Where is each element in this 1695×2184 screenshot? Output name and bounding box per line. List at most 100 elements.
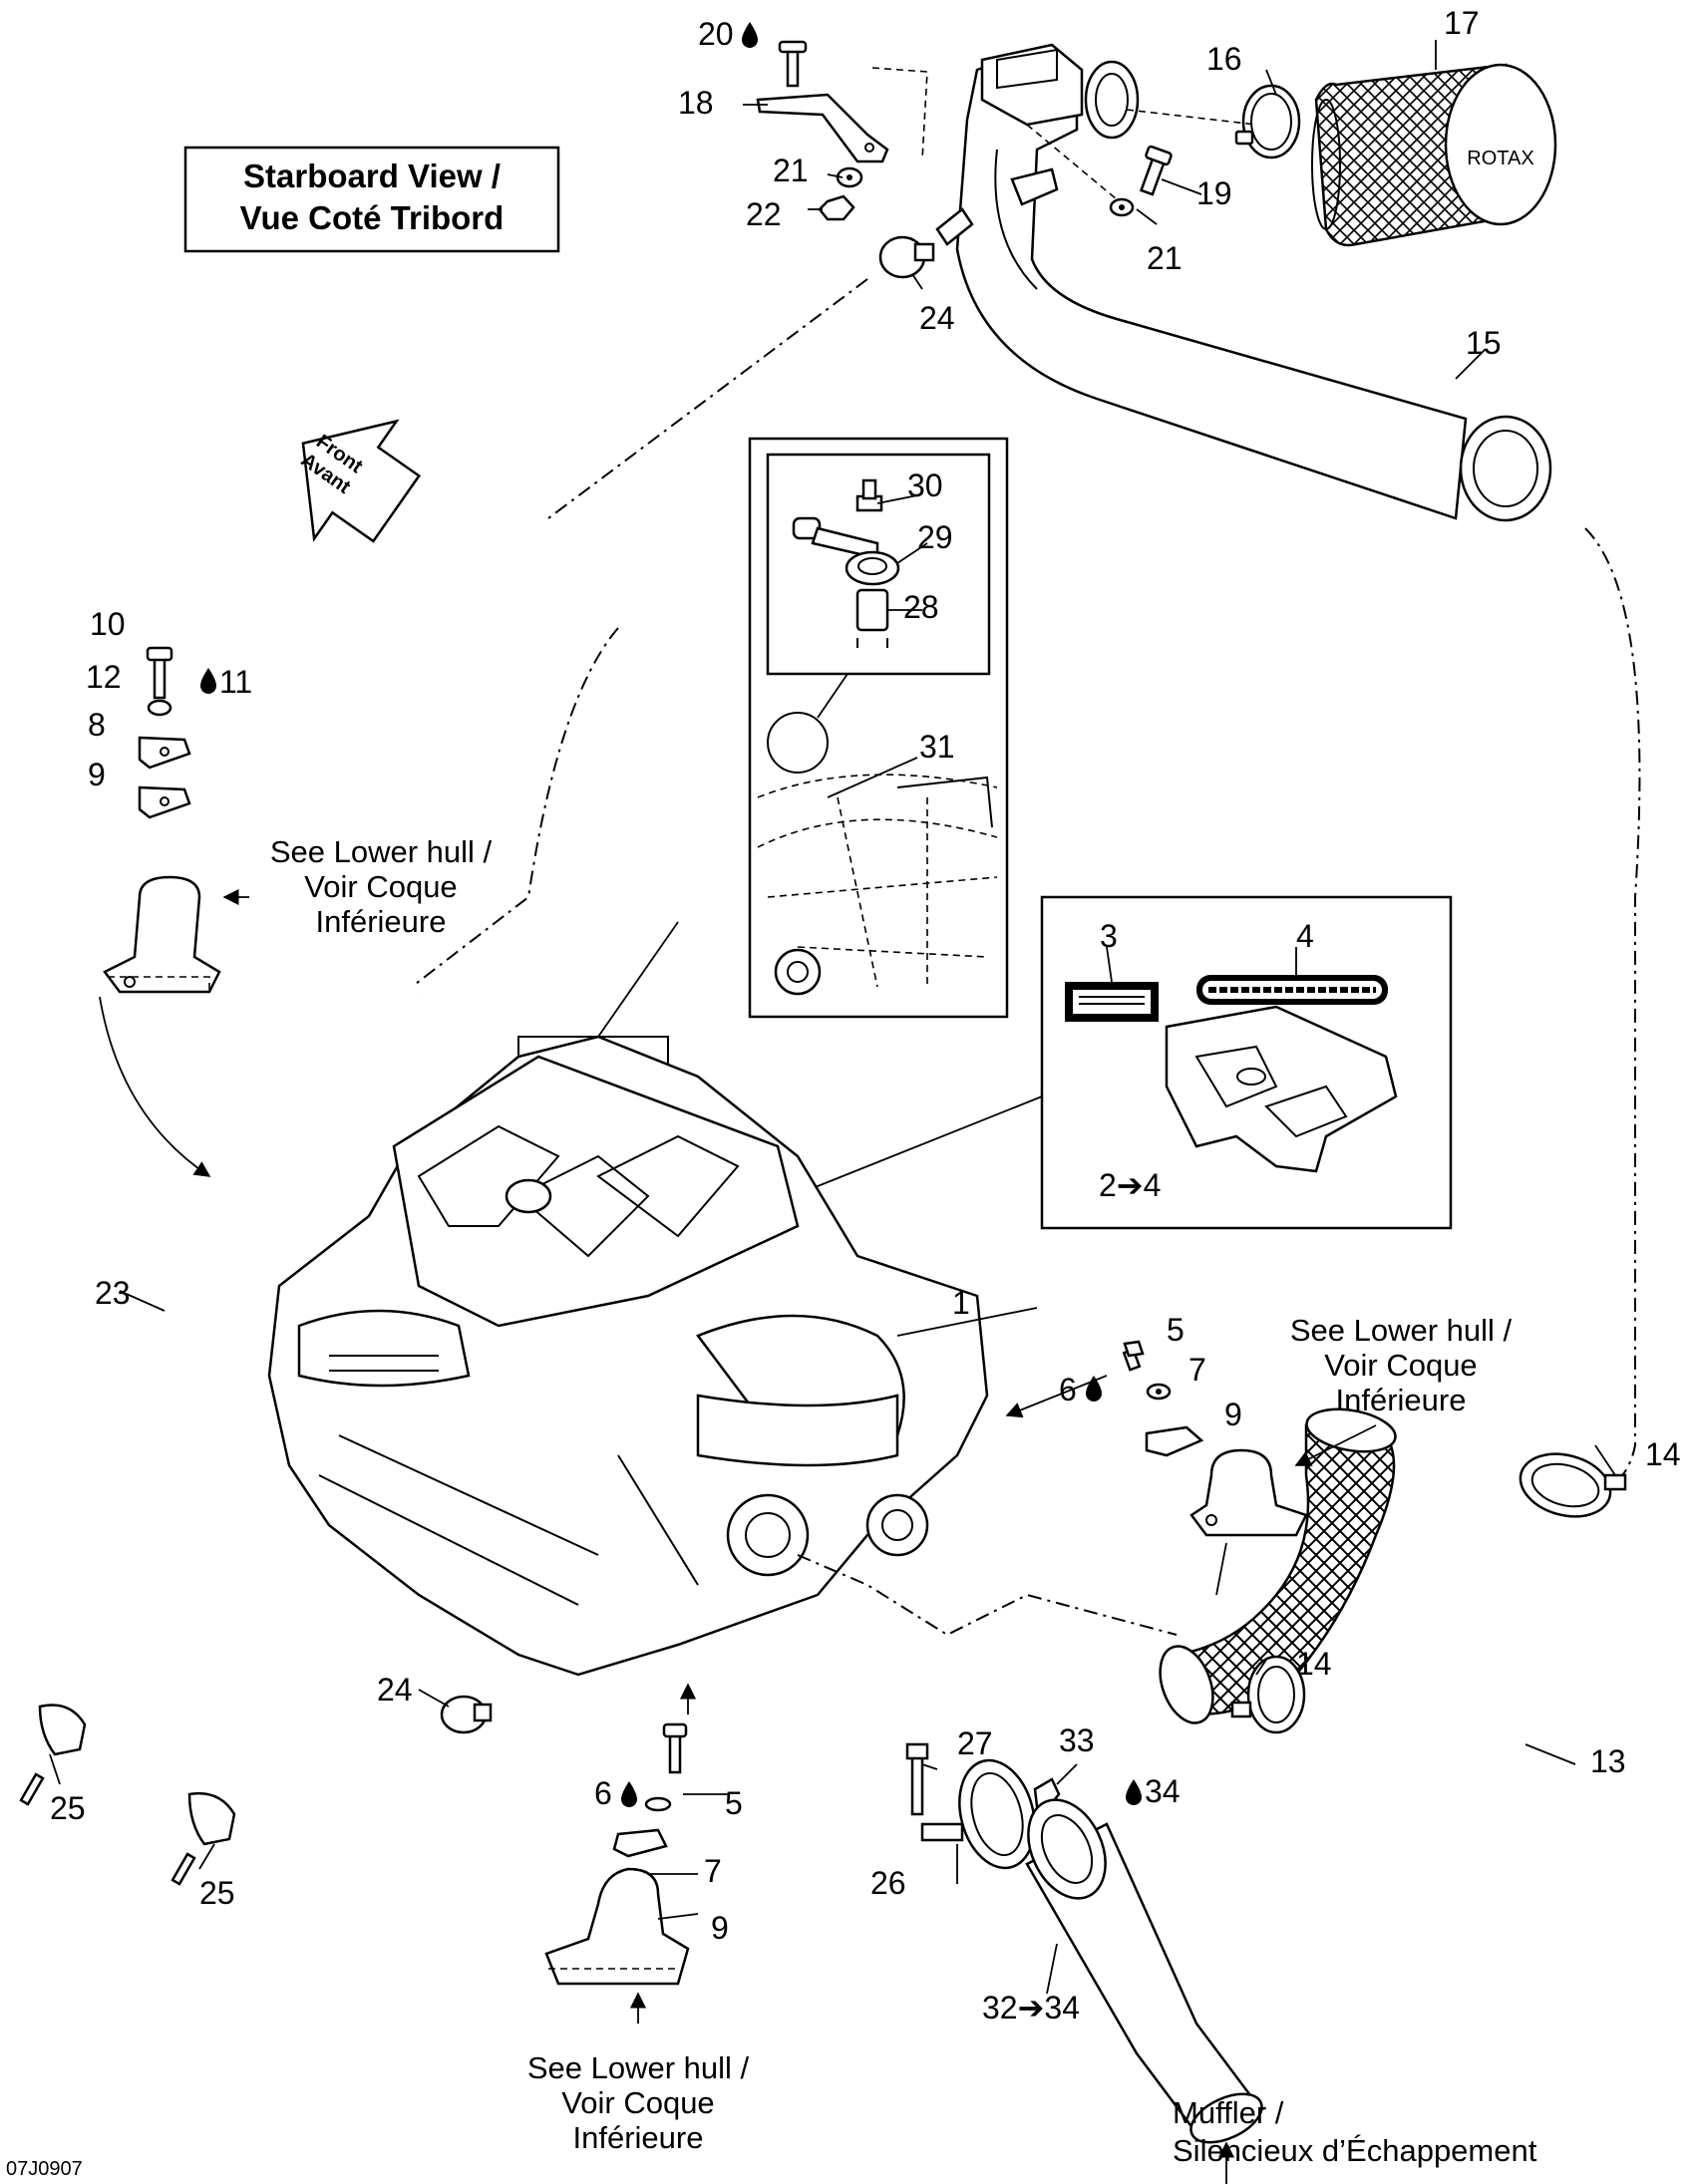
decal-3 <box>1065 982 1159 1022</box>
callout-17: 17 <box>1444 5 1480 41</box>
dashed-bracket-path <box>1026 124 1118 200</box>
intake-elbow <box>980 43 1140 140</box>
v-clamp-26 <box>920 1758 1036 1870</box>
callout-6-right: 6 <box>1059 1372 1077 1407</box>
fitting-30 <box>855 478 883 512</box>
drawing-code: 07J0907 <box>6 2158 83 2180</box>
clamp-24-top <box>878 207 974 279</box>
callout-20: 20 <box>698 16 734 52</box>
callout-12: 12 <box>86 659 122 695</box>
callout-24-bottom: 24 <box>377 1672 413 1708</box>
washer-7-right <box>1146 1383 1172 1401</box>
inset-cover-sketch <box>757 774 998 996</box>
dashed-screw-path <box>871 67 928 160</box>
screw-10 <box>146 646 173 700</box>
callout-13: 13 <box>1590 1743 1626 1779</box>
mount-bottom <box>544 1867 690 1986</box>
callout-4: 4 <box>1296 918 1314 954</box>
callout-25-upper: 25 <box>50 1790 86 1826</box>
title-line-1: Starboard View / <box>243 157 501 194</box>
mount-right <box>1189 1448 1308 1537</box>
callout-14-upper: 14 <box>1645 1436 1681 1472</box>
note-muffler-line-2: Silencieux d’Échappement <box>1173 2133 1537 2168</box>
plate-9-left <box>138 785 191 819</box>
callout-9-right: 9 <box>1224 1397 1242 1432</box>
callout-15: 15 <box>1466 325 1502 361</box>
callout-5-bottom: 5 <box>725 1785 743 1821</box>
callout-8: 8 <box>88 707 106 743</box>
title-box: Starboard View / Vue Coté Tribord <box>183 146 560 253</box>
callout-32-34: 32➔34 <box>982 1990 1080 2026</box>
drop-icon-34 <box>1126 1779 1142 1805</box>
detail-inset-box <box>748 437 1009 1019</box>
engine-cover-2 <box>1165 1005 1398 1173</box>
callout-7-bottom: 7 <box>704 1853 722 1889</box>
note-lower-hull-left: See Lower hull / Voir Coque Inférieure <box>270 834 493 939</box>
hidden-line-clamp <box>547 278 868 519</box>
callout-2-4: 2➔4 <box>1099 1167 1161 1203</box>
arrow-hull-left <box>99 996 211 1177</box>
callout-24-top: 24 <box>919 300 955 336</box>
washer-12 <box>147 699 172 717</box>
note-lower-hull-bottom: See Lower hull / Voir Coque Inférieure <box>527 2050 750 2155</box>
note-bottom-line-1: See Lower hull / <box>527 2050 750 2085</box>
callout-31: 31 <box>919 729 955 765</box>
callout-3: 3 <box>1100 918 1118 954</box>
decal-inset-box <box>1040 895 1453 1230</box>
air-filter-17: ROTAX <box>1311 63 1557 247</box>
spacer-bracket <box>1010 167 1059 206</box>
bolt-27 <box>905 1742 929 1816</box>
nut-22 <box>818 194 855 221</box>
screw-20 <box>778 40 808 88</box>
hidden-line-intake <box>1574 527 1641 1496</box>
callout-25-lower: 25 <box>199 1875 235 1911</box>
plate-8 <box>138 736 191 770</box>
filter-brand: ROTAX <box>1467 148 1533 169</box>
clamp-16 <box>1234 84 1301 159</box>
clip-25-upper <box>19 1704 87 1806</box>
callout-10: 10 <box>90 606 126 642</box>
callout-33: 33 <box>1059 1722 1095 1758</box>
callout-7-right: 7 <box>1188 1352 1206 1388</box>
clip-25-lower <box>170 1791 236 1886</box>
drop-icon-6-right <box>1086 1376 1102 1402</box>
callout-28: 28 <box>903 589 939 625</box>
callout-9-bottom: 9 <box>711 1910 729 1946</box>
clamp-14-lower <box>1230 1655 1306 1734</box>
front-direction-arrow: Front Avant <box>297 419 422 543</box>
note-bottom-line-3: Inférieure <box>573 2120 704 2155</box>
callout-9-left: 9 <box>88 757 106 792</box>
callout-26: 26 <box>870 1865 906 1901</box>
breather-hose-23 <box>70 983 485 1793</box>
callout-34: 34 <box>1145 1773 1181 1809</box>
callout-16: 16 <box>1206 41 1242 77</box>
callout-22: 22 <box>746 196 782 232</box>
callout-23: 23 <box>95 1275 131 1311</box>
callout-19: 19 <box>1196 175 1232 211</box>
callout-numbers: 20 18 21 22 24 16 17 19 21 15 30 29 28 3… <box>50 5 1681 2026</box>
dashed-filter-path <box>1126 109 1257 126</box>
washer-21-left <box>836 166 863 188</box>
note-muffler-line-1: Muffler / <box>1173 2095 1284 2130</box>
screw-19 <box>1139 145 1173 196</box>
callout-14-lower: 14 <box>1296 1646 1332 1682</box>
screw-5-bottom <box>662 1722 688 1774</box>
callout-29: 29 <box>917 519 953 555</box>
exhaust-hose-13 <box>1159 1407 1397 1724</box>
plate-9-bottom <box>612 1828 668 1858</box>
inset-connector-1 <box>597 921 679 1038</box>
arrow-see-hull-right <box>1294 1424 1377 1466</box>
callout-27: 27 <box>957 1725 993 1761</box>
callout-30: 30 <box>907 468 943 503</box>
callout-1: 1 <box>952 1285 970 1321</box>
mount-left <box>103 875 221 994</box>
note-left-line-1: See Lower hull / <box>270 834 493 869</box>
clamp-14-upper <box>1519 1452 1627 1518</box>
leader-lines <box>49 40 1616 1995</box>
callout-21-right: 21 <box>1147 240 1183 276</box>
exhaust-pipe-32 <box>1025 1798 1263 2144</box>
callout-5-right: 5 <box>1167 1312 1185 1348</box>
plate-9-right <box>1145 1425 1204 1457</box>
valve-29 <box>792 516 900 586</box>
